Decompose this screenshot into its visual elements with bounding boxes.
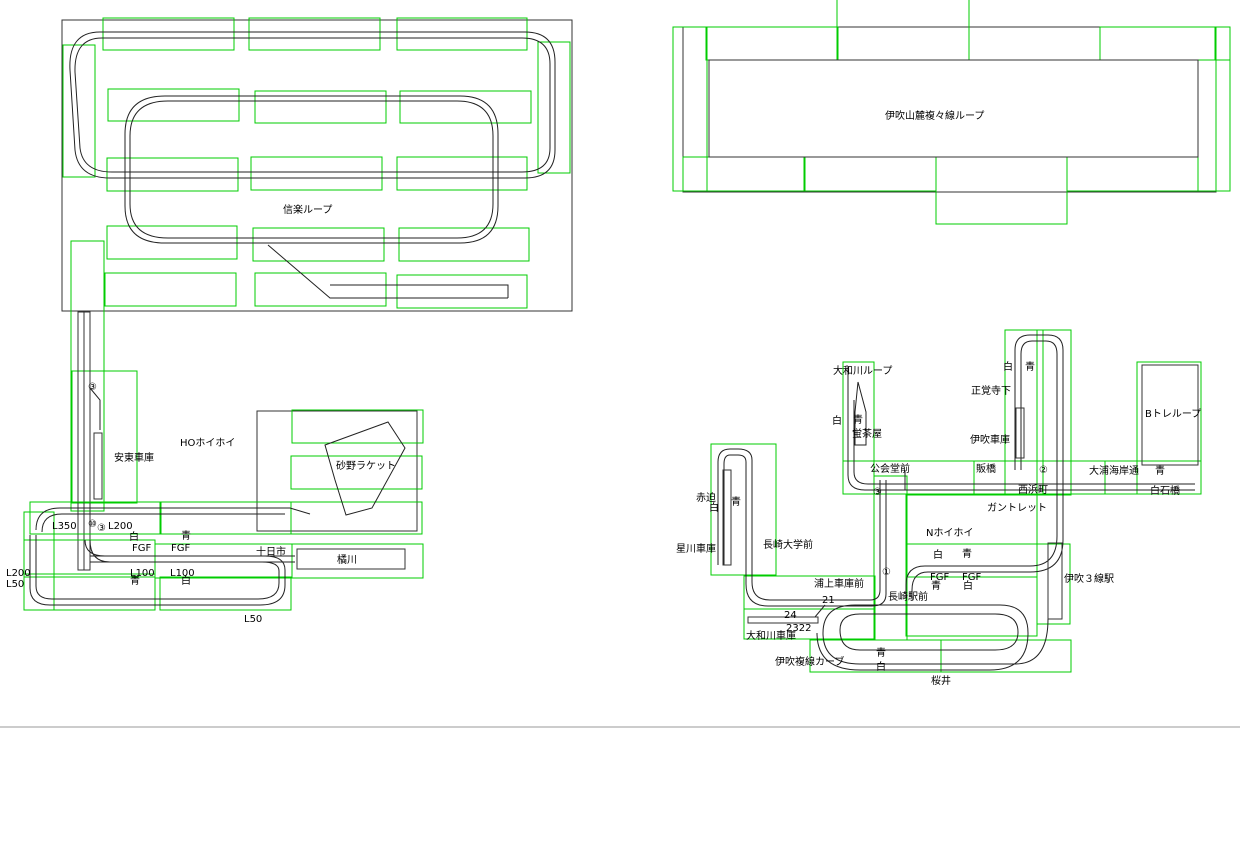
ao-1-label: 青 — [853, 413, 863, 426]
ao-a-label: 青 — [181, 529, 191, 542]
n2322-label: 2322 — [786, 623, 811, 634]
ibuki-loop-label: 伊吹山麓複々線ループ — [885, 109, 984, 122]
fgf-c-label: FGF — [930, 572, 950, 583]
shiro-5-label: 白 — [963, 579, 973, 592]
n21-label: 21 — [822, 595, 835, 606]
yamatogawa-depot-label: 大和川車庫 — [746, 629, 796, 642]
yamatogawa-loop-label: 大和川ループ — [833, 364, 892, 377]
circle-3c-label: ③ — [873, 487, 882, 498]
shigaraki-loop-label: 信楽ループ — [283, 203, 332, 216]
urakami-depot-label: 浦上車庫前 — [814, 577, 864, 590]
shiraishibashi-label: 白石橋 — [1150, 484, 1180, 497]
sakurai-label: 桜井 — [931, 674, 951, 687]
circle-10-label: ⑩ — [88, 519, 97, 530]
fgf-b-label: FGF — [171, 543, 191, 554]
tachibanagawa-label: 橘川 — [337, 554, 357, 566]
ibuki-curve-label: 伊吹複線カーブ — [775, 655, 844, 668]
annoh-depot-label: 安東車庫 — [114, 451, 154, 464]
hoshikawa-depot-label: 星川車庫 — [676, 542, 716, 555]
tookamachi-label: 十日市 — [256, 545, 286, 558]
saibashi-label: 販橋 — [976, 462, 996, 475]
ao-4-label: 青 — [731, 495, 741, 508]
shiro-a-label: 白 — [129, 530, 139, 543]
ao-7-label: 青 — [876, 646, 886, 659]
ao-5-label: 青 — [962, 547, 972, 560]
circle-3b-label: ③ — [97, 523, 106, 534]
shiro-4-label: 白 — [933, 548, 943, 561]
shiro-3-label: 白 — [709, 501, 719, 514]
shiro-2-label: 白 — [1003, 360, 1013, 373]
shiro-1-label: 白 — [832, 414, 842, 427]
shiro-6-label: 白 — [876, 660, 886, 673]
l350-label: L350 — [52, 521, 77, 532]
ao-2-label: 青 — [1025, 360, 1035, 373]
oura-kaigan-label: 大浦海岸通 — [1089, 464, 1139, 477]
b-tray-loop-label: Bトレループ — [1145, 408, 1201, 420]
ao-b-label: 青 — [130, 574, 140, 587]
nishihamamachi-label: 西浜町 — [1018, 484, 1048, 496]
kokaidomae-label: 公会堂前 — [870, 462, 910, 475]
nagasaki-univ-label: 長崎大学前 — [763, 538, 813, 551]
akasako-label: 赤迫 — [696, 491, 716, 504]
ibuki-3-label: 伊吹３線駅 — [1064, 572, 1114, 585]
ho-hoihoi-label: HOホイホイ — [180, 437, 235, 449]
l200-b-label: L200 — [6, 568, 31, 579]
hotarujaya-label: 蛍茶屋 — [852, 427, 882, 440]
circle-2-label: ② — [1039, 465, 1048, 476]
circle-3a-label: ③ — [88, 382, 97, 393]
ibuki-depot-label: 伊吹車庫 — [970, 433, 1010, 446]
l50-b-label: L50 — [244, 614, 262, 625]
fgf-d-label: FGF — [962, 572, 982, 583]
ao-3-label: 青 — [1155, 464, 1165, 477]
shigaraki-module: 信楽ループ — [61, 17, 573, 312]
l200-a-label: L200 — [108, 521, 133, 532]
l100-a-label: L100 — [130, 568, 155, 579]
ho-hoihoi-module: ③ 安東車庫 HOホイホイ 砂野ラケット 橘川 十日市 L350 ⑩ ③ L20… — [6, 240, 424, 625]
gauntlet-label: ガントレット — [987, 502, 1047, 514]
circle-1-label: ① — [882, 567, 891, 578]
shogakuji-label: 正覚寺下 — [971, 384, 1011, 397]
n-hoihoi-module: 大和川ループ 白 青 蛍茶屋 白 青 正覚寺下 伊吹車庫 Bトレループ 公会堂前… — [676, 329, 1202, 687]
sunano-racket-label: 砂野ラケット — [336, 459, 396, 472]
n24-label: 24 — [784, 610, 797, 621]
shiro-b-label: 白 — [181, 574, 191, 587]
l100-b-label: L100 — [170, 568, 195, 579]
fgf-a-label: FGF — [132, 543, 152, 554]
ibuki-module: 伊吹山麓複々線ループ — [672, 0, 1231, 225]
ao-6-label: 青 — [931, 579, 941, 592]
n-hoihoi-label: Nホイホイ — [926, 527, 973, 539]
l50-a-label: L50 — [6, 579, 24, 590]
nagasaki-sta-label: 長崎駅前 — [888, 590, 928, 603]
